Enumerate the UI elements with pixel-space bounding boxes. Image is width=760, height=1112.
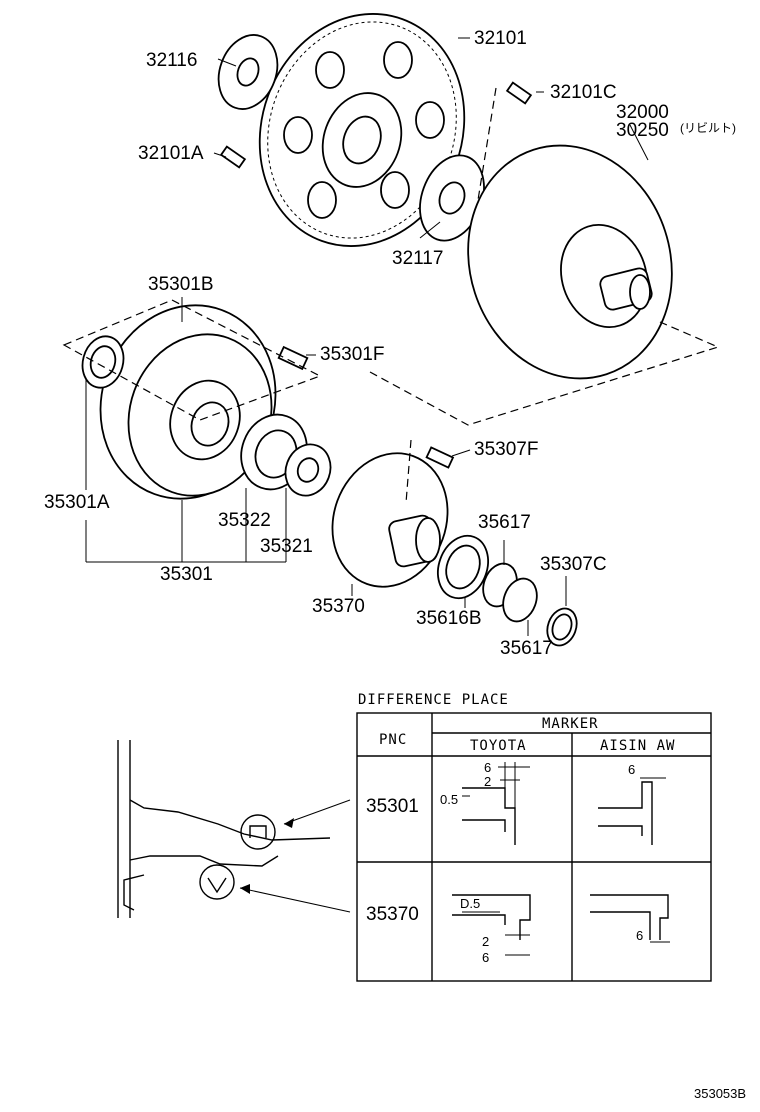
- seal-ring-35616B: [437, 534, 489, 600]
- marker-header: MARKER: [542, 716, 599, 732]
- torque-converter-32000: [467, 144, 673, 380]
- r2t-dim-d5: D.5: [460, 896, 480, 911]
- label-35301F: 35301F: [320, 344, 384, 365]
- difference-place-table: DIFFERENCE PLACE MARKER PNC TOYOTA AISIN…: [356, 692, 712, 982]
- drive-plate-32101: [258, 13, 466, 247]
- label-35307F: 35307F: [474, 439, 538, 460]
- label-35301B: 35301B: [148, 274, 214, 295]
- bolt-35307F: [425, 446, 455, 469]
- label-35617b: 35617: [500, 638, 553, 659]
- plate-32117: [419, 154, 485, 242]
- leader-lines: [85, 37, 649, 636]
- label-32101A: 32101A: [138, 143, 204, 164]
- oil-seal-35301A: [81, 335, 125, 389]
- label-32101C: 32101C: [550, 82, 617, 103]
- label-35321: 35321: [260, 536, 313, 557]
- col-aisin: AISIN AW: [600, 738, 675, 754]
- cross-section-detail: [117, 740, 351, 918]
- drive-gear-35321: [284, 443, 332, 497]
- difference-title: DIFFERENCE PLACE: [358, 692, 509, 708]
- r2t-dim-6: 6: [482, 950, 489, 965]
- r1t-dim-6: 6: [484, 760, 491, 775]
- label-30250-note: (リビルト): [680, 121, 736, 135]
- label-35617a: 35617: [478, 512, 531, 533]
- label-35616B: 35616B: [416, 608, 482, 629]
- r2a-dim-6: 6: [636, 928, 643, 943]
- r1a-dim-6: 6: [628, 762, 635, 777]
- plate-32116: [217, 34, 279, 110]
- bolt-35301F: [277, 345, 309, 371]
- label-35301: 35301: [160, 564, 213, 585]
- label-32117: 32117: [392, 248, 443, 269]
- row2-pnc: 35370: [366, 904, 419, 925]
- stator-shaft-35370: [331, 452, 449, 588]
- figure-id: 353053B: [694, 1086, 746, 1101]
- col-toyota: TOYOTA: [470, 738, 527, 754]
- label-32000: 32000: [616, 102, 669, 123]
- label-35307C: 35307C: [540, 554, 607, 575]
- row1-pnc: 35301: [366, 796, 419, 817]
- bolt-32101A: [219, 145, 247, 169]
- label-35370: 35370: [312, 596, 365, 617]
- label-35301A: 35301A: [44, 492, 110, 513]
- r1t-dim-2: 2: [484, 774, 491, 789]
- o-ring-35307C: [546, 607, 578, 647]
- bolt-32101C: [505, 81, 533, 105]
- oil-seal-ring-35617b: [502, 577, 538, 623]
- part-labels: 32116 32101 32101C 32000 30250 (リビルト) 32…: [44, 28, 736, 659]
- label-35322: 35322: [218, 510, 271, 531]
- label-32116: 32116: [146, 50, 197, 71]
- pnc-header: PNC: [379, 732, 407, 748]
- oil-pump-body-35301: [99, 304, 277, 500]
- r1t-dim-05: 0.5: [440, 792, 458, 807]
- r2t-dim-2: 2: [482, 934, 489, 949]
- label-32101: 32101: [474, 28, 527, 49]
- label-30250: 30250: [616, 120, 669, 141]
